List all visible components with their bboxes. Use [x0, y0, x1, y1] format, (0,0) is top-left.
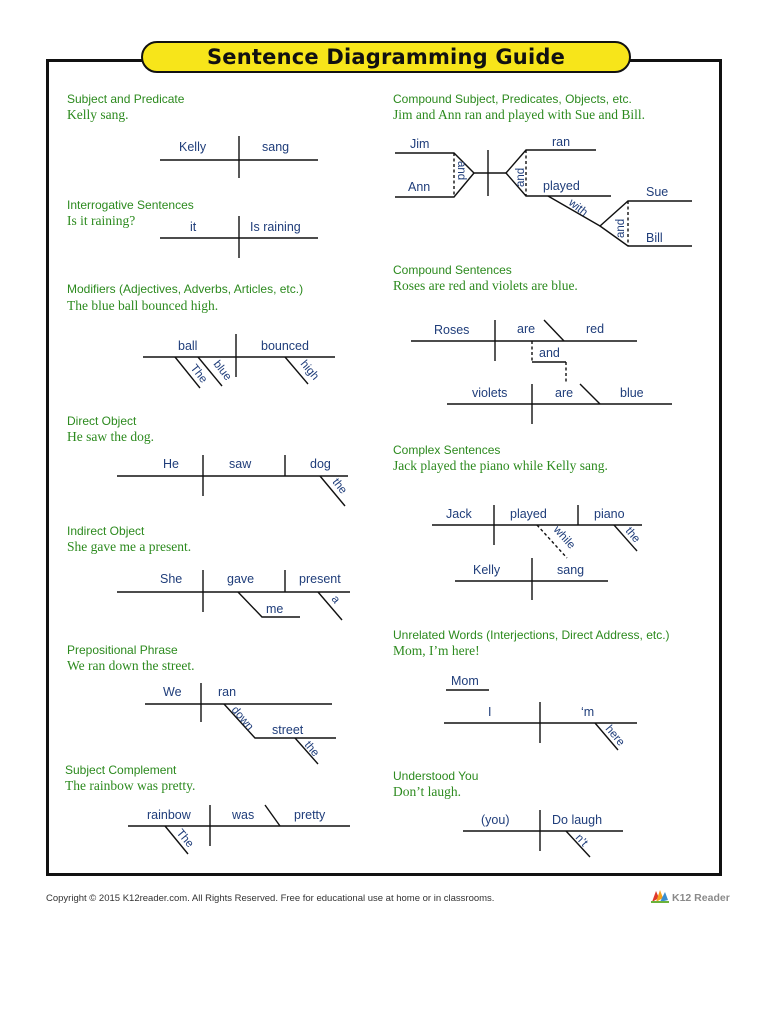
word-ball: ball	[178, 339, 197, 353]
section-title-complex-sentences: Complex Sentences	[393, 443, 501, 457]
word-sang: sang	[262, 140, 289, 154]
word-m: ‘m	[581, 705, 594, 719]
word-me: me	[266, 602, 283, 616]
word-pretty: pretty	[294, 808, 326, 822]
word-street: street	[272, 723, 304, 737]
word-are-1: are	[517, 322, 535, 336]
word-we: We	[163, 685, 182, 699]
section-example-direct-object: He saw the dog.	[67, 429, 154, 444]
word-present: present	[299, 572, 341, 586]
word-blue-sentence: blue	[620, 386, 644, 400]
word-ran-compound: ran	[552, 135, 570, 149]
word-kelly-complex: Kelly	[473, 563, 501, 577]
section-title-understood-you: Understood You	[393, 769, 479, 783]
section-example-subject-complement: The rainbow was pretty.	[65, 778, 196, 793]
section-title-compound-sentences: Compound Sentences	[393, 263, 512, 277]
page-title: Sentence Diagramming Guide	[141, 41, 631, 73]
word-jack: Jack	[446, 507, 472, 521]
k12-reader-logo[interactable]: K12 Reader	[650, 889, 730, 907]
section-example-complex-sentences: Jack played the piano while Kelly sang.	[393, 458, 608, 473]
word-and-subjects: and	[455, 161, 467, 180]
word-dog: dog	[310, 457, 331, 471]
word-nt: n’t	[573, 832, 591, 850]
word-do-laugh: Do laugh	[552, 813, 602, 827]
word-roses: Roses	[434, 323, 469, 337]
word-is-raining: Is raining	[250, 220, 301, 234]
word-and-sentences: and	[539, 346, 560, 360]
word-rainbow: rainbow	[147, 808, 192, 822]
word-he: He	[163, 457, 179, 471]
word-it: it	[190, 220, 197, 234]
section-title-direct-object: Direct Object	[67, 414, 137, 428]
word-played: played	[510, 507, 547, 521]
word-red: red	[586, 322, 604, 336]
word-played-compound: played	[543, 179, 580, 193]
section-example-unrelated-words: Mom, I’m here!	[393, 643, 480, 658]
word-kelly: Kelly	[179, 140, 207, 154]
section-example-compound: Jim and Ann ran and played with Sue and …	[393, 107, 645, 122]
word-was: was	[231, 808, 254, 822]
section-example-prepositional-phrase: We ran down the street.	[67, 658, 195, 673]
k12-reader-logo-icon	[650, 888, 670, 909]
word-saw: saw	[229, 457, 252, 471]
section-example-understood-you: Don’t laugh.	[393, 784, 461, 799]
section-title-unrelated-words: Unrelated Words (Interjections, Direct A…	[393, 628, 670, 642]
word-and-objects: and	[615, 219, 627, 238]
section-title-interrogative: Interrogative Sentences	[67, 198, 194, 212]
word-you: (you)	[481, 813, 509, 827]
word-bounced: bounced	[261, 339, 309, 353]
word-violets: violets	[472, 386, 507, 400]
word-i: I	[488, 705, 491, 719]
section-example-modifiers: The blue ball bounced high.	[67, 298, 219, 313]
word-ran: ran	[218, 685, 236, 699]
word-sue: Sue	[646, 185, 668, 199]
word-she: She	[160, 572, 182, 586]
word-piano: piano	[594, 507, 625, 521]
section-title-indirect-object: Indirect Object	[67, 524, 145, 538]
word-mom: Mom	[451, 674, 479, 688]
logo-text: K12 Reader	[672, 892, 730, 904]
section-title-subject-predicate: Subject and Predicate	[67, 92, 185, 106]
word-and-predicates: and	[515, 168, 527, 187]
section-title-subject-complement: Subject Complement	[65, 763, 177, 777]
section-example-compound-sentences: Roses are red and violets are blue.	[393, 278, 578, 293]
word-ann: Ann	[408, 180, 430, 194]
section-title-modifiers: Modifiers (Adjectives, Adverbs, Articles…	[67, 282, 304, 296]
word-sang-complex: sang	[557, 563, 584, 577]
section-example-interrogative: Is it raining?	[67, 213, 136, 228]
copyright-notice: Copyright © 2015 K12reader.com. All Righ…	[46, 893, 495, 904]
section-title-prepositional-phrase: Prepositional Phrase	[67, 643, 178, 657]
word-bill: Bill	[646, 231, 663, 245]
section-example-indirect-object: She gave me a present.	[67, 539, 192, 554]
section-example-subject-predicate: Kelly sang.	[67, 107, 129, 122]
section-title-compound: Compound Subject, Predicates, Objects, e…	[393, 92, 632, 106]
word-jim: Jim	[410, 137, 429, 151]
word-are-2: are	[555, 386, 573, 400]
word-gave: gave	[227, 572, 254, 586]
